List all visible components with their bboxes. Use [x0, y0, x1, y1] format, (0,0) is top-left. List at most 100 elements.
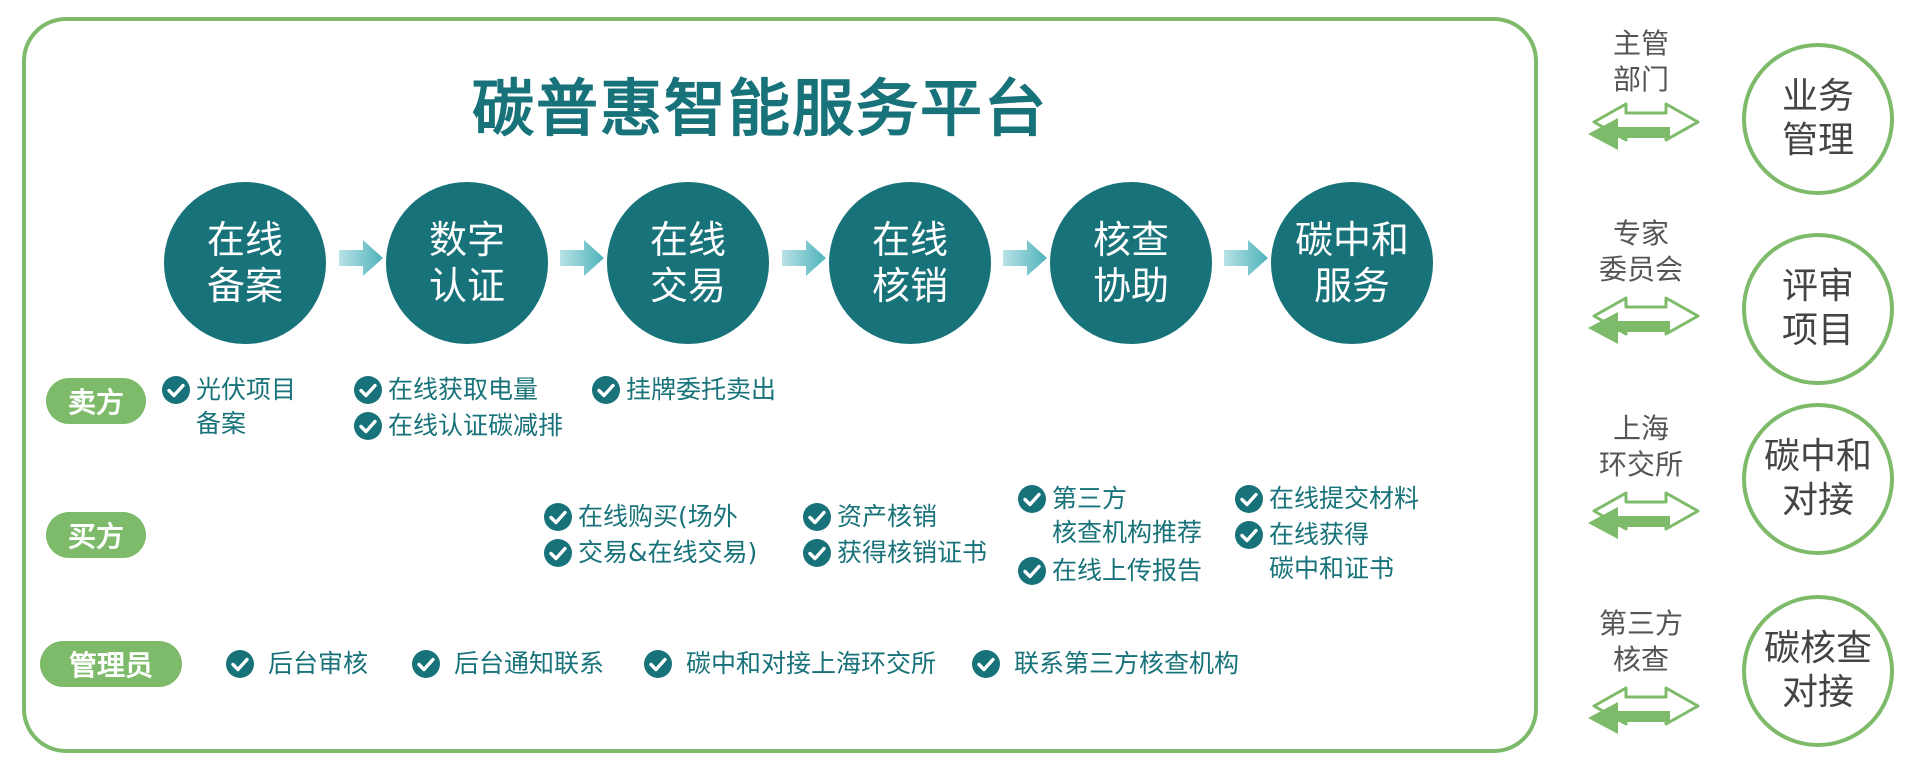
admin-task-notify: 后台通知联系 — [412, 647, 604, 681]
step-label-line1: 数字 — [428, 218, 505, 262]
step-label-line1: 碳中和 — [1294, 218, 1409, 262]
check-icon — [1018, 557, 1046, 585]
task-line: 备案 — [196, 409, 247, 438]
check-icon — [412, 650, 440, 678]
buyer-task-obtain-certificate: 在线获得碳中和证书 — [1235, 518, 1394, 586]
check-icon — [544, 539, 572, 567]
check-icon — [644, 650, 672, 678]
task-line: 碳中和证书 — [1269, 554, 1395, 583]
step-online-trading: 在线交易 — [607, 182, 769, 344]
buyer-task-online-purchase: 在线购买(场外 — [544, 500, 738, 534]
function-line: 碳核查 — [1763, 628, 1872, 669]
role-buyer: 买方 — [46, 512, 146, 558]
platform-title: 碳普惠智能服务平台 — [471, 72, 1048, 145]
function-line: 业务 — [1781, 76, 1854, 117]
task-line: 核查机构推荐 — [1052, 518, 1203, 547]
step-arrow-icon — [782, 238, 826, 278]
seller-task-power: 在线获取电量 — [354, 373, 538, 407]
seller-task-certify-reduction: 在线认证碳减排 — [354, 409, 563, 443]
function-line: 碳中和 — [1763, 436, 1872, 477]
seller-task-listing: 挂牌委托卖出 — [592, 373, 776, 407]
buyer-task-trading-mode: 交易&在线交易) — [544, 536, 757, 570]
step-label-line2: 认证 — [428, 264, 505, 308]
party-line: 核查 — [1612, 643, 1669, 676]
task-line: 在线购买(场外 — [578, 502, 738, 531]
task-line: 后台审核 — [268, 649, 369, 678]
task-line: 后台通知联系 — [454, 649, 605, 678]
role-seller: 卖方 — [46, 378, 146, 424]
check-icon — [354, 376, 382, 404]
task-line: 在线上传报告 — [1052, 556, 1203, 585]
function-line: 管理 — [1781, 120, 1854, 161]
party-shanghai-exchange: 上海环交所 — [1566, 411, 1716, 483]
step-label-line2: 交易 — [649, 264, 726, 308]
check-icon — [354, 412, 382, 440]
step-label-line1: 核查 — [1092, 218, 1169, 262]
function-line: 评审 — [1781, 266, 1854, 307]
party-line: 第三方 — [1598, 607, 1683, 640]
bidirectional-arrow-icon — [1586, 491, 1702, 543]
function-line: 项目 — [1781, 310, 1854, 351]
bidirectional-arrow-icon — [1586, 686, 1702, 738]
task-line: 在线获得 — [1269, 520, 1370, 549]
check-icon — [226, 650, 254, 678]
task-line: 资产核销 — [837, 502, 938, 531]
check-icon — [162, 376, 190, 404]
bidirectional-arrow-icon — [1586, 102, 1702, 154]
step-label-line2: 备案 — [206, 264, 283, 308]
function-line: 对接 — [1781, 480, 1854, 521]
step-digital-certification: 数字认证 — [386, 182, 548, 344]
step-label-line1: 在线 — [871, 218, 948, 262]
function-carbon-verification-docking: 碳核查对接 — [1742, 595, 1894, 747]
step-label-line1: 在线 — [206, 218, 283, 262]
task-line: 挂牌委托卖出 — [626, 375, 777, 404]
party-line: 专家 — [1612, 217, 1669, 250]
step-label-line2: 协助 — [1092, 264, 1169, 308]
check-icon — [592, 376, 620, 404]
seller-task-pv-filing: 光伏项目备案 — [162, 373, 296, 441]
check-icon — [1018, 485, 1046, 513]
buyer-task-asset-offset: 资产核销 — [803, 500, 937, 534]
check-icon — [1235, 485, 1263, 513]
role-admin: 管理员 — [40, 641, 182, 687]
function-line: 对接 — [1781, 672, 1854, 713]
task-line: 获得核销证书 — [837, 538, 988, 567]
task-line: 联系第三方核查机构 — [1014, 649, 1240, 678]
step-online-offset: 在线核销 — [829, 182, 991, 344]
buyer-task-submit-materials: 在线提交材料 — [1235, 482, 1419, 516]
platform-panel — [22, 17, 1538, 753]
step-arrow-icon — [1224, 238, 1268, 278]
buyer-task-upload-report: 在线上传报告 — [1018, 554, 1202, 588]
buyer-task-third-party-recommend: 第三方核查机构推荐 — [1018, 482, 1202, 550]
party-line: 委员会 — [1598, 253, 1683, 286]
buyer-task-offset-certificate: 获得核销证书 — [803, 536, 987, 570]
party-authority: 主管部门 — [1566, 26, 1716, 98]
check-icon — [803, 539, 831, 567]
task-line: 光伏项目 — [196, 375, 297, 404]
step-label-line1: 在线 — [649, 218, 726, 262]
party-line: 环交所 — [1598, 448, 1683, 481]
function-project-review: 评审项目 — [1742, 233, 1894, 385]
step-verification-assist: 核查协助 — [1050, 182, 1212, 344]
step-arrow-icon — [1003, 238, 1047, 278]
task-line: 在线认证碳减排 — [388, 411, 564, 440]
task-line: 第三方 — [1052, 484, 1128, 513]
task-line: 在线提交材料 — [1269, 484, 1420, 513]
task-line: 碳中和对接上海环交所 — [686, 649, 937, 678]
bidirectional-arrow-icon — [1586, 296, 1702, 348]
party-third-party-verifier: 第三方核查 — [1566, 606, 1716, 678]
task-line: 在线获取电量 — [388, 375, 539, 404]
check-icon — [803, 503, 831, 531]
check-icon — [1235, 521, 1263, 549]
function-business-management: 业务管理 — [1742, 43, 1894, 195]
function-carbon-neutral-docking: 碳中和对接 — [1742, 403, 1894, 555]
step-label-line2: 核销 — [871, 264, 948, 308]
admin-task-review: 后台审核 — [226, 647, 368, 681]
step-online-filing: 在线备案 — [164, 182, 326, 344]
check-icon — [972, 650, 1000, 678]
step-carbon-neutral-service: 碳中和服务 — [1271, 182, 1433, 344]
step-label-line2: 服务 — [1313, 264, 1390, 308]
step-arrow-icon — [560, 238, 604, 278]
admin-task-exchange-docking: 碳中和对接上海环交所 — [644, 647, 936, 681]
party-expert-committee: 专家委员会 — [1566, 216, 1716, 288]
